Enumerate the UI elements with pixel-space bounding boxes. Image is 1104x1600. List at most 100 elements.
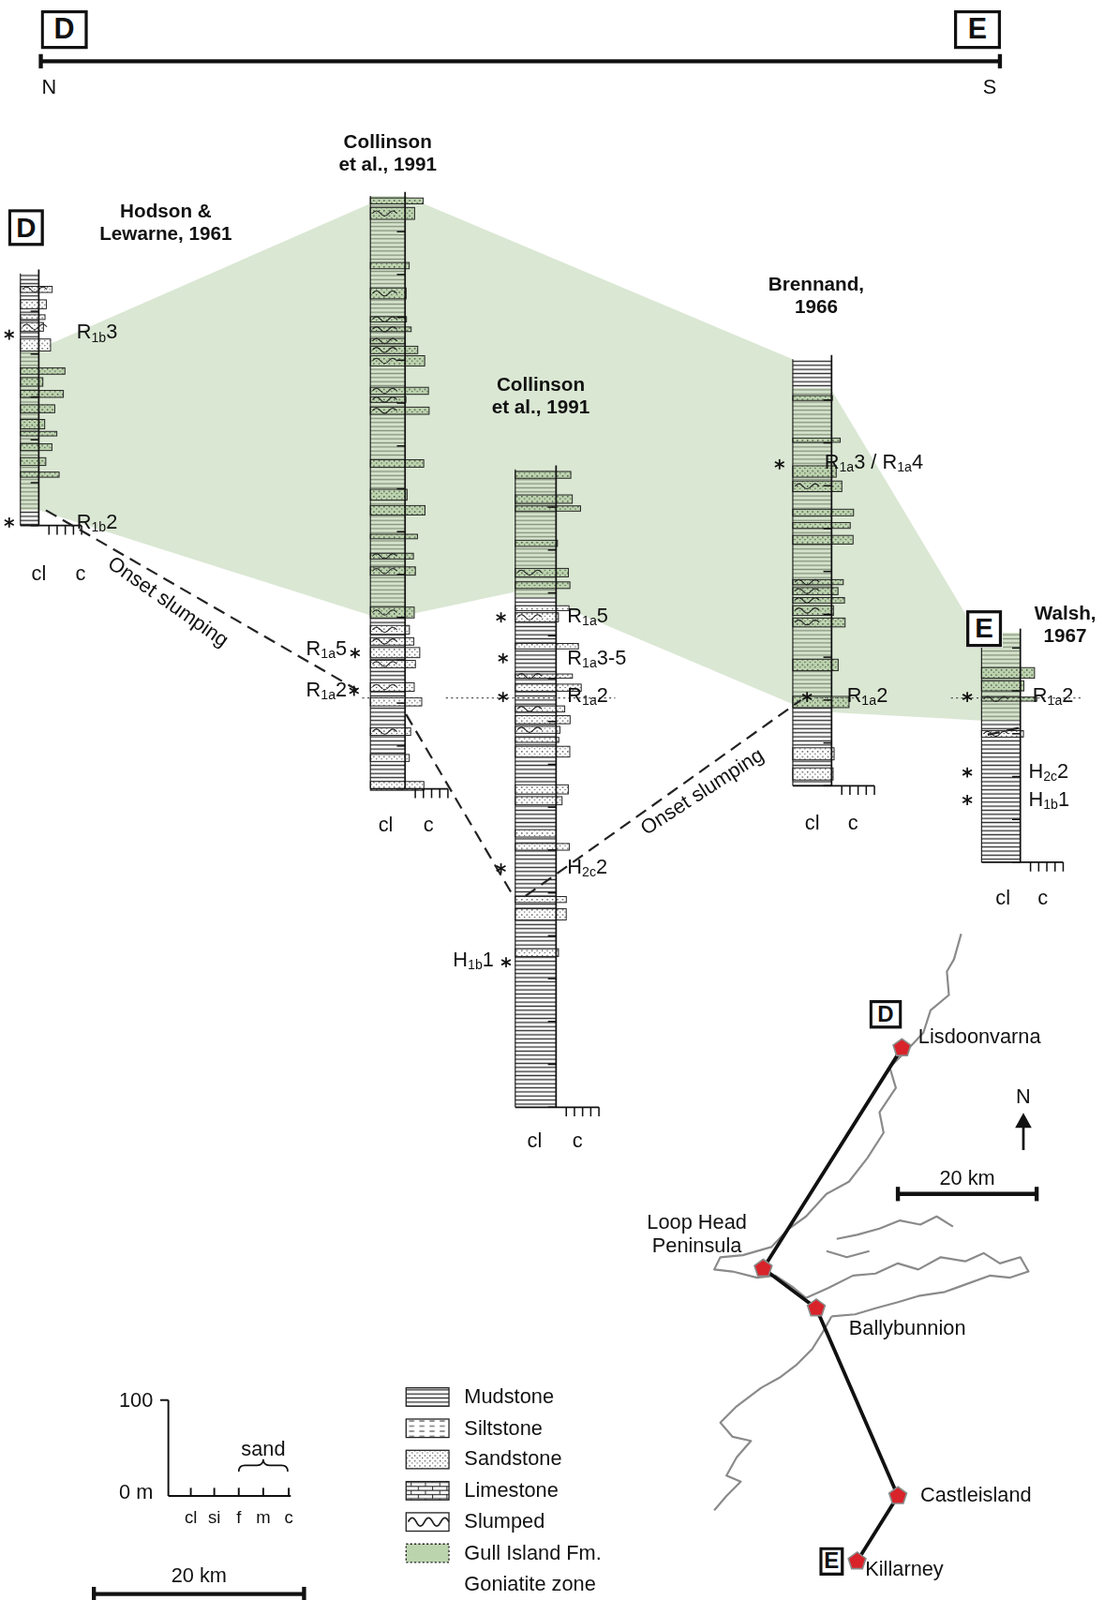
stroke (370, 660, 416, 669)
box-letter: E (974, 614, 994, 642)
column-heading: Brennand, 1966 (765, 273, 868, 319)
stroke (981, 680, 1024, 691)
stroke (792, 597, 845, 604)
goniatite-zone-label: R1a2 (847, 683, 889, 707)
stroke (370, 647, 420, 658)
goniatite-star (498, 656, 508, 661)
stroke (840, 785, 843, 795)
stroke (372, 210, 397, 216)
stroke (372, 290, 397, 296)
text-label: c (572, 1128, 583, 1152)
log-column (792, 355, 875, 795)
stroke (20, 339, 51, 352)
stroke (22, 286, 47, 292)
stroke (370, 387, 429, 394)
stroke (515, 494, 573, 504)
text-label: cl (805, 811, 821, 836)
stroke (370, 406, 430, 415)
stroke (548, 635, 557, 638)
stroke (792, 579, 844, 584)
stroke (370, 505, 425, 515)
legend-swatch (405, 1449, 449, 1469)
stroke (20, 299, 47, 309)
stroke (792, 579, 844, 584)
stroke (517, 673, 542, 679)
stroke (981, 632, 1020, 863)
stroke (1012, 647, 1021, 650)
legend-swatch (405, 1543, 449, 1563)
stroke (515, 469, 557, 597)
gull-island-correlation (38, 195, 982, 721)
stroke (792, 617, 846, 627)
stroke (372, 626, 397, 632)
stroke (515, 494, 573, 504)
goniatite-star (422, 1582, 433, 1588)
text-label: 0 m (119, 1480, 153, 1505)
stroke (370, 607, 415, 619)
stroke (823, 613, 833, 616)
text-label: N (41, 75, 57, 100)
stroke (548, 763, 557, 766)
stroke (565, 1106, 567, 1117)
goniatite-zone-label: R1a2 (306, 677, 348, 702)
stroke (515, 673, 573, 679)
stroke (981, 861, 1063, 864)
goniatite-star (498, 694, 508, 700)
stroke (370, 637, 414, 645)
stroke (20, 322, 45, 331)
stroke (548, 805, 557, 808)
stroke (792, 508, 854, 516)
stroke (515, 726, 561, 733)
stroke (792, 747, 835, 761)
stroke (397, 745, 406, 747)
goniatite-zone-label: R1a5 (306, 636, 348, 660)
box-letter: D (877, 1002, 894, 1026)
goniatite-star (962, 694, 972, 700)
stroke (792, 696, 850, 708)
stroke (1045, 862, 1048, 872)
stroke (397, 530, 406, 533)
section-letter-box: D (41, 10, 89, 49)
stroke (370, 459, 424, 467)
stroke (791, 358, 793, 786)
stroke (20, 390, 64, 398)
stroke (20, 339, 51, 352)
stroke (370, 197, 423, 204)
stroke (515, 784, 569, 794)
stroke (372, 397, 397, 403)
stroke (792, 597, 845, 604)
text-label: cl (995, 885, 1011, 910)
stroke (73, 525, 75, 536)
stroke (515, 726, 561, 733)
text-label: Ballybunnion (849, 1315, 967, 1340)
text-label: cl (378, 813, 394, 837)
stroke (30, 438, 40, 441)
stroke (792, 605, 834, 615)
stroke (370, 788, 448, 791)
goniatite-star (962, 769, 972, 775)
text-label: Lisdoonvarna (918, 1024, 1042, 1048)
town-marker (848, 1551, 866, 1569)
stroke (20, 273, 40, 526)
stroke (515, 843, 570, 851)
stroke (515, 715, 570, 724)
stroke (515, 737, 559, 743)
stroke (1012, 775, 1021, 778)
stroke (792, 480, 842, 492)
stroke (20, 443, 53, 450)
text-label: cl (31, 562, 47, 586)
text-label: Onset slumping (103, 551, 233, 652)
stroke (792, 605, 834, 615)
stroke (372, 358, 397, 363)
stroke (370, 697, 422, 706)
stroke (515, 581, 570, 589)
text-label: sand (240, 1436, 285, 1461)
stroke (370, 262, 409, 269)
text-label: Castleisland (920, 1482, 1032, 1507)
stroke (370, 316, 406, 323)
stroke (515, 829, 557, 837)
stroke (372, 568, 397, 574)
stroke (372, 639, 397, 644)
stroke (370, 682, 415, 691)
log-column (370, 192, 448, 799)
